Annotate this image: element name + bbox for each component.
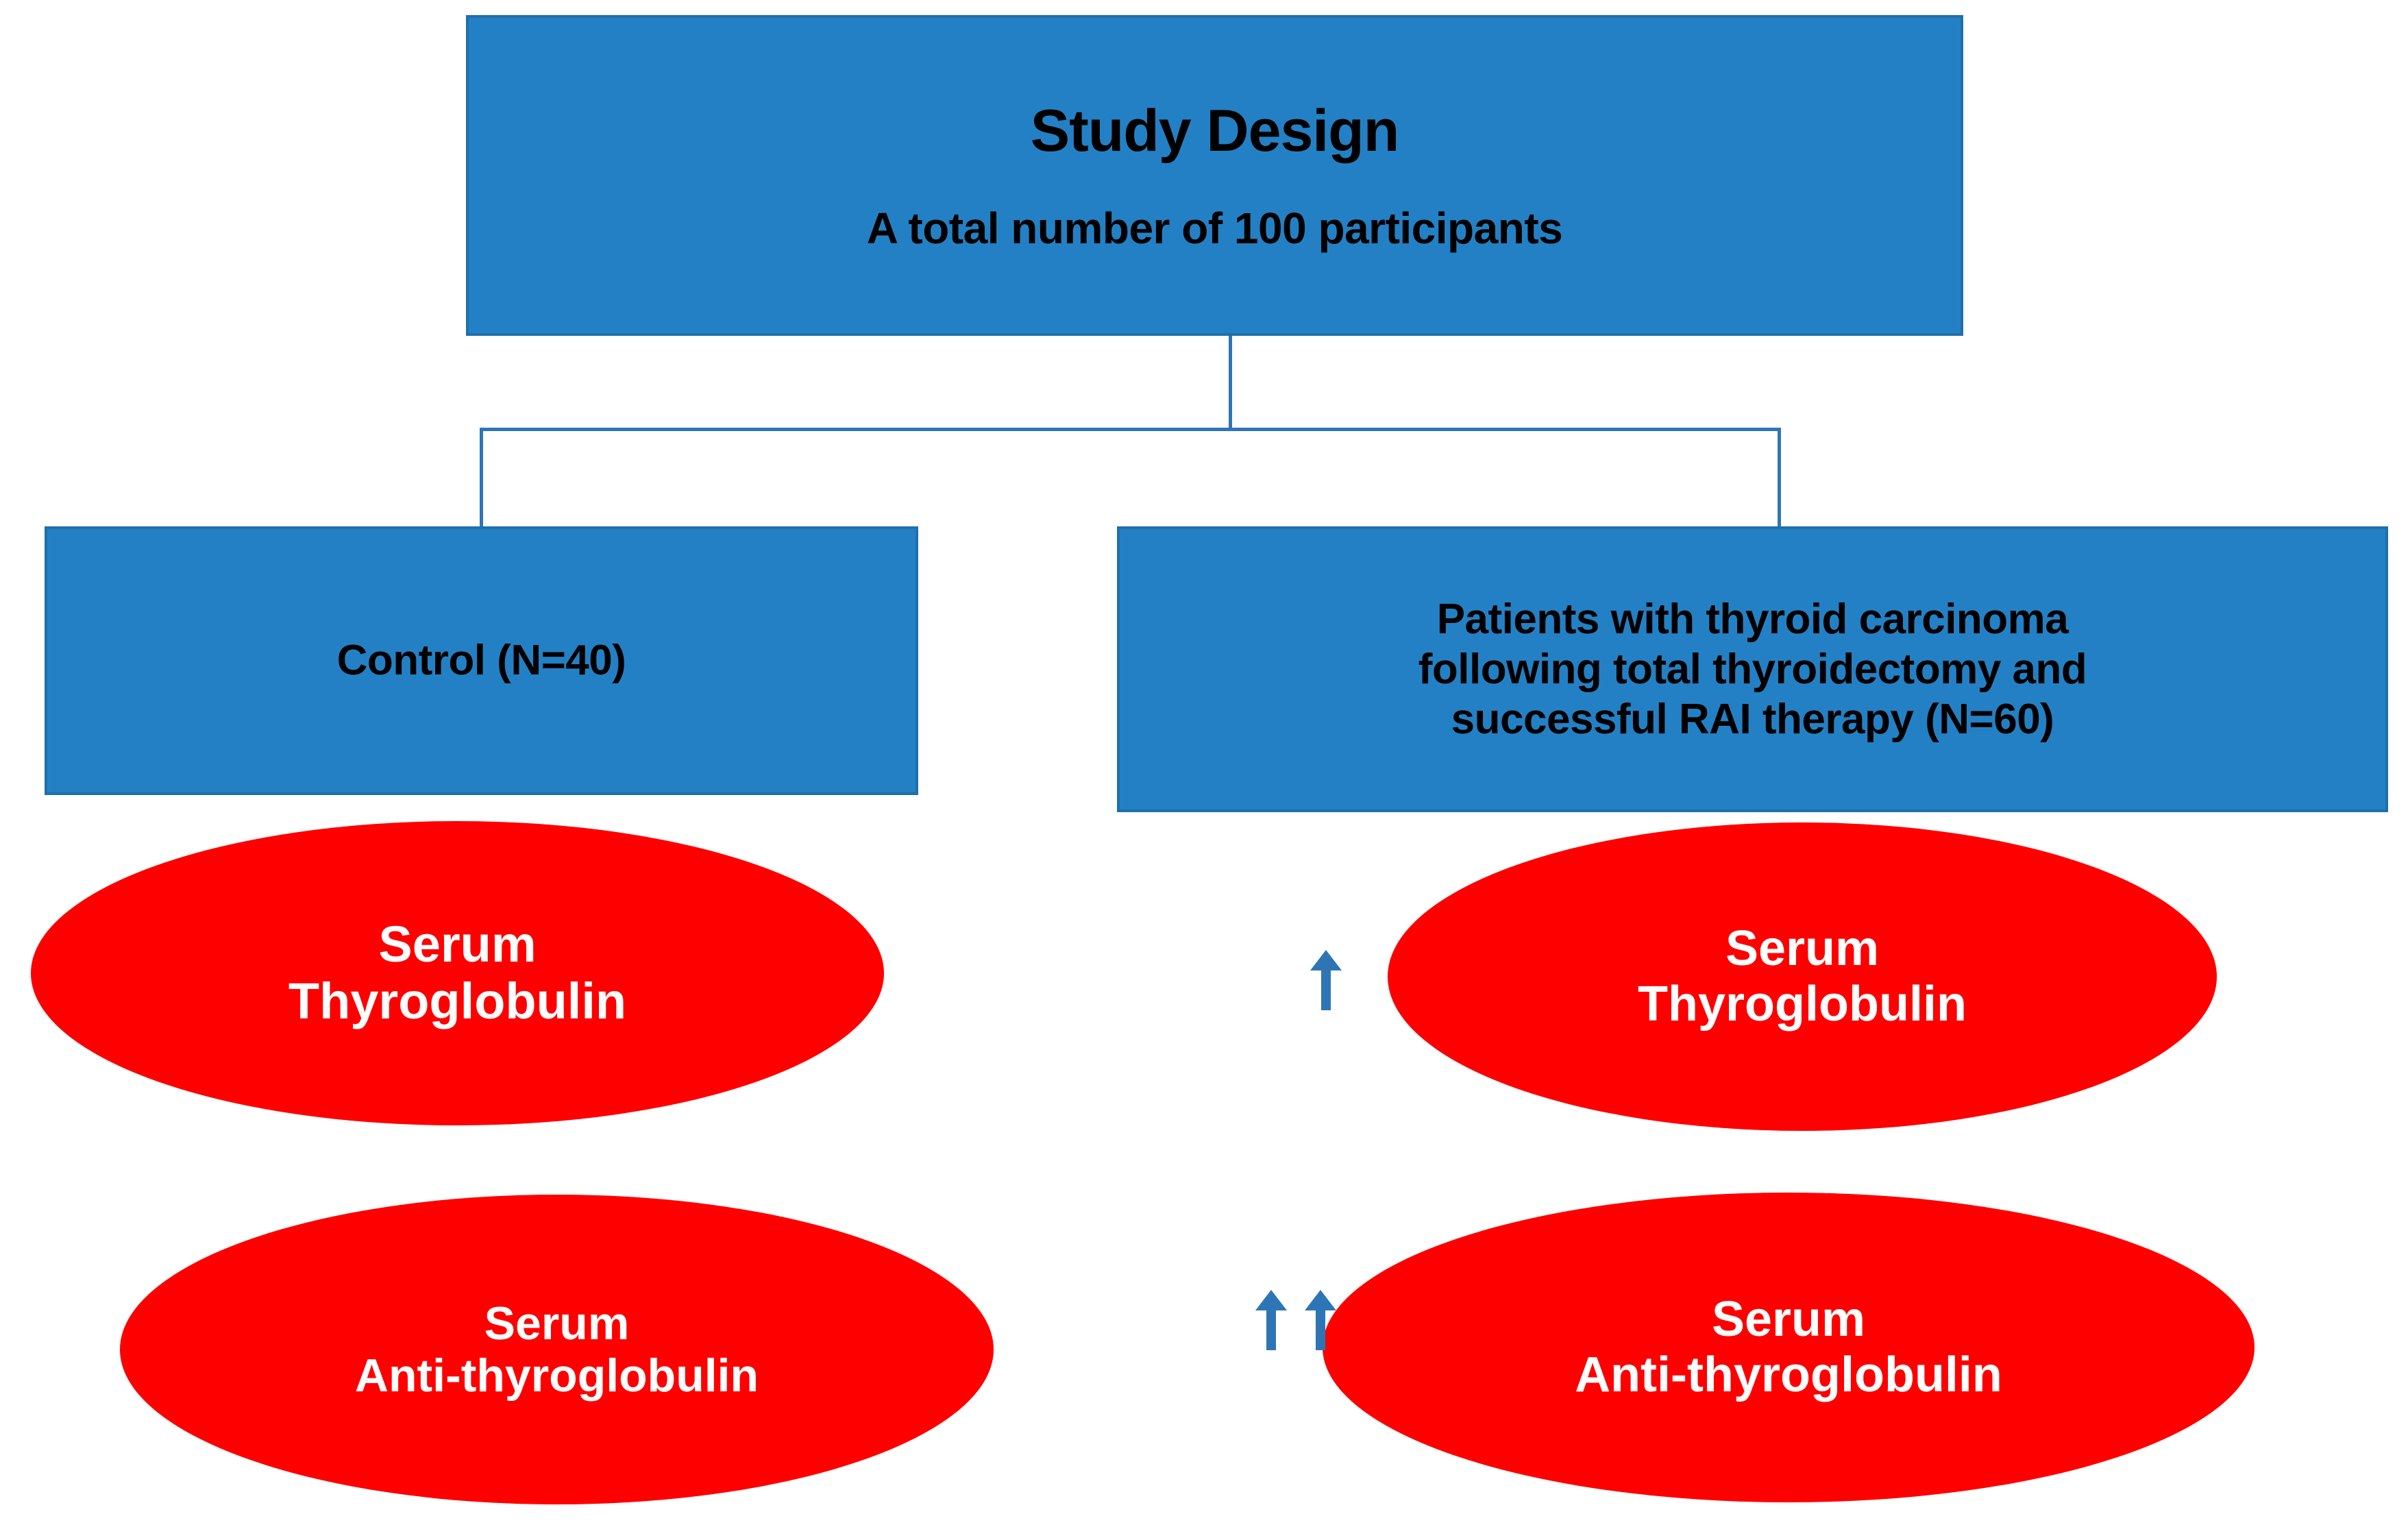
patients-serum-anti-thyroglobulin-ellipse: Serum Anti-thyroglobulin [1323,1193,2255,1502]
arrow-up-icon [1255,1290,1287,1350]
control-serum-anti-thyroglobulin-line2: Anti-thyroglobulin [354,1350,759,1402]
control-group-box: Control (N=40) [45,526,918,795]
arrow-up-icon [1310,950,1342,1010]
patients-group-box: Patients with thyroid carcinoma followin… [1117,526,2388,812]
control-group-label: Control (N=40) [336,637,626,685]
connector-drop-right [1778,428,1781,528]
patients-serum-anti-thyroglobulin-line1: Serum [1711,1292,1866,1347]
connector-stem-vertical [1229,336,1232,430]
patients-group-label-line2: following total thyroidectomy and [1418,645,2087,693]
patients-serum-thyroglobulin-line2: Thyroglobulin [1638,977,1967,1032]
connector-horizontal-bar [480,428,1781,431]
control-serum-thyroglobulin-line1: Serum [378,916,537,973]
patients-serum-anti-thyroglobulin-line2: Anti-thyroglobulin [1575,1347,2002,1402]
top-box-study-design: Study Design A total number of 100 parti… [466,15,1963,336]
patients-group-label-line3: successful RAI therapy (N=60) [1451,696,2054,744]
patients-serum-thyroglobulin-line1: Serum [1725,921,1880,977]
patients-serum-thyroglobulin-ellipse: Serum Thyroglobulin [1388,822,2217,1131]
anti-thyroglobulin-increase-arrow-group [1253,1287,1339,1353]
control-serum-anti-thyroglobulin-line1: Serum [484,1297,630,1350]
study-design-title: Study Design [1030,97,1400,164]
control-serum-anti-thyroglobulin-ellipse: Serum Anti-thyroglobulin [120,1195,994,1504]
arrow-up-icon [1305,1290,1336,1350]
thyroglobulin-increase-arrow-group [1307,947,1344,1013]
study-design-subtitle: A total number of 100 participants [866,203,1563,253]
patients-group-label-line1: Patients with thyroid carcinoma [1436,595,2069,643]
control-serum-thyroglobulin-line2: Thyroglobulin [288,973,627,1029]
control-serum-thyroglobulin-ellipse: Serum Thyroglobulin [31,821,884,1125]
connector-drop-left [480,428,483,528]
